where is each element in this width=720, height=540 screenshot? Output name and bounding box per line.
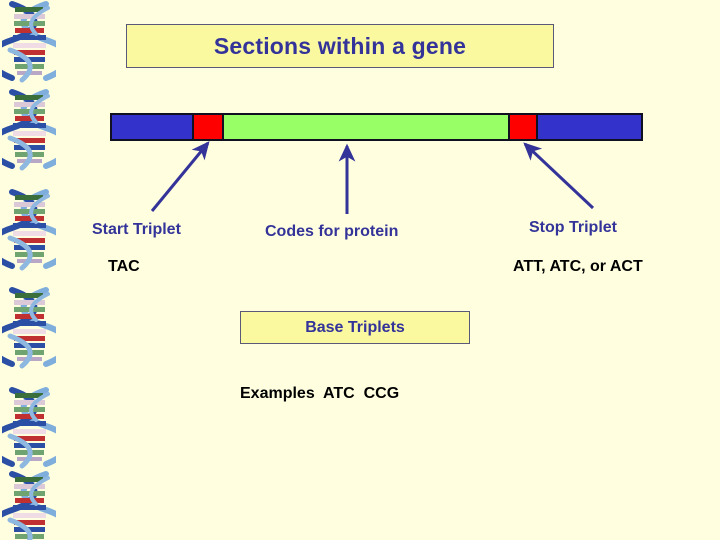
dna-double-helix-icon [2, 286, 56, 372]
label-examples: Examples ATC CCG [240, 385, 400, 402]
label-start-triplet: Start Triplet [92, 221, 181, 238]
stop-triplet-arrow [523, 142, 595, 210]
base-triplets-box: Base Triplets [240, 311, 470, 344]
gene-segment-downstream-region [538, 113, 643, 141]
gene-segment-start-triplet [192, 113, 224, 141]
dna-double-helix-icon [2, 386, 56, 472]
label-stop-codon-sequences: ATT, ATC, or ACT [513, 258, 643, 275]
gene-diagram-bar [110, 113, 643, 141]
dna-double-helix-icon [2, 88, 56, 174]
start-triplet-arrow [150, 141, 210, 212]
base-triplets-label: Base Triplets [305, 318, 405, 336]
label-codes-for-protein: Codes for protein [265, 223, 399, 240]
gene-segment-upstream-region [110, 113, 192, 141]
dna-double-helix-icon [2, 0, 56, 86]
gene-segment-coding-region [224, 113, 508, 141]
dna-double-helix-icon [2, 470, 56, 540]
label-start-codon-sequence: TAC [108, 258, 140, 275]
dna-double-helix-icon [2, 188, 56, 274]
gene-segment-stop-triplet [508, 113, 538, 141]
page-title: Sections within a gene [213, 32, 467, 59]
label-stop-triplet: Stop Triplet [529, 219, 617, 236]
title-box: Sections within a gene [126, 24, 554, 68]
